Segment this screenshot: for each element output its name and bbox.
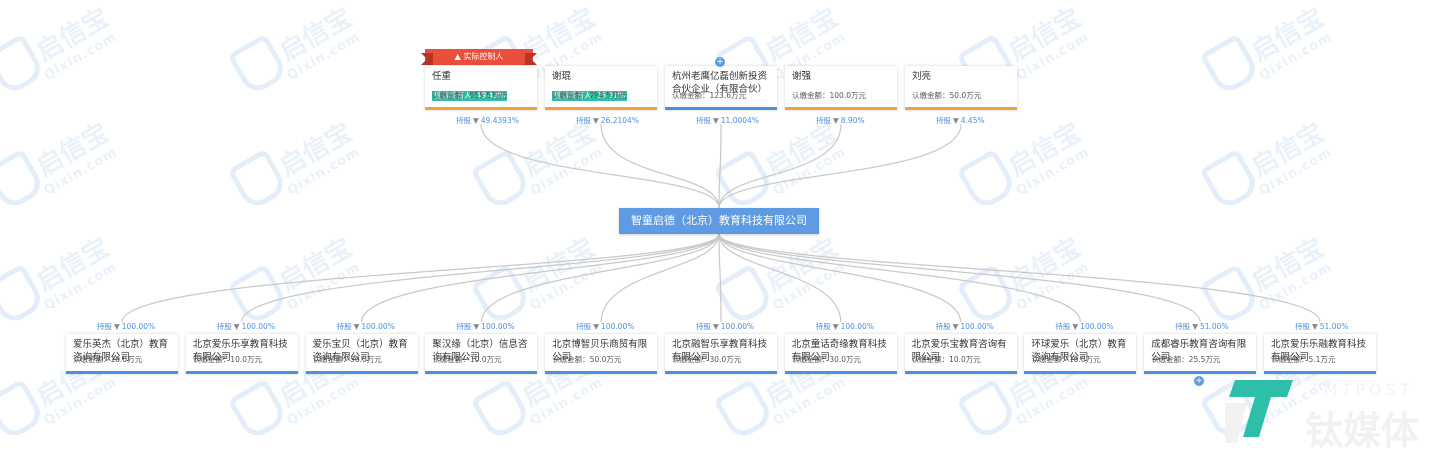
arrow-down-icon: ▼ (953, 116, 959, 125)
tmtpost-en: TMTPOST (1310, 380, 1414, 399)
subsidiary-name: 爱乐宝贝（北京）教育咨询有限公司 (312, 339, 408, 363)
subsidiary-name: 北京博智贝乐商贸有限公司 (552, 339, 648, 363)
subsidiary-node[interactable]: 北京爱乐乐享教育科技有限公司认缴金额：10.0万元 (185, 334, 298, 374)
center-company-name: 智童启德（北京）教育科技有限公司 (631, 214, 807, 227)
subsidiary-name: 北京融智乐享教育科技有限公司 (672, 339, 768, 363)
subscribed-amount: 认缴金额：50.0万元 (912, 91, 982, 100)
shareholder-node[interactable]: 任重受益所有人: 49.43%认缴金额：555.5万元 (425, 66, 537, 110)
shareholding-label: 持股▼100.00% (216, 322, 275, 331)
shareholding-label: 持股▼100.00% (815, 322, 874, 331)
shareholder-name: 谢强 (792, 71, 812, 82)
subsidiary-name: 北京爱乐乐融教育科技有限公司 (1271, 339, 1367, 363)
tmtpost-cn: 钛媒体 (1305, 409, 1420, 453)
beneficial-owner-badge: 受益所有人: 49.43% (432, 91, 508, 101)
shareholding-label: 持股▼100.00% (336, 322, 395, 331)
subscribed-amount: 认缴金额：100.0万元 (792, 91, 866, 100)
subsidiary-node[interactable]: 爱乐英杰（北京）教育咨询有限公司认缴金额：10.0万元 (66, 334, 178, 374)
expand-plus-icon[interactable]: + (715, 57, 725, 67)
shareholding-label: 持股▼51.00% (1295, 322, 1349, 331)
subscribed-amount: 认缴金额：10.0万元 (911, 355, 981, 364)
arrow-down-icon: ▼ (1072, 322, 1079, 331)
arrow-down-icon: ▼ (833, 116, 839, 125)
shareholder-node[interactable]: 杭州老鹰亿磊创新投资合伙企业（有限合伙）认缴金额：123.6万元 (665, 66, 777, 110)
subscribed-amount: 认缴金额：50.0万元 (552, 355, 622, 364)
shareholding-label: 持股▼8.90% (816, 116, 865, 125)
shareholder-name: 谢琨 (552, 71, 572, 82)
arrow-down-icon: ▼ (473, 116, 479, 125)
expand-plus-icon[interactable]: + (1194, 376, 1204, 386)
shareholder-node[interactable]: 刘亮认缴金额：50.0万元 (905, 66, 1017, 110)
subscribed-amount: 认缴金额：25.5万元 (1151, 355, 1221, 364)
subscribed-amount: 认缴金额：294.5万元 (552, 91, 626, 100)
subsidiary-name: 北京童话奇缘教育科技有限公司 (791, 339, 887, 363)
arrow-down-icon: ▼ (832, 322, 839, 331)
subsidiary-node[interactable]: 环球爱乐（北京）教育咨询有限公司认缴金额：10.0万元 (1024, 334, 1137, 374)
subsidiary-name: 北京爱乐乐享教育科技有限公司 (192, 339, 288, 363)
shareholding-label: 持股▼4.45% (936, 116, 985, 125)
tmtpost-logo: TMTPOST 钛媒体 (1225, 365, 1425, 465)
shareholder-node[interactable]: 谢琨受益所有人: 26.21%认缴金额：294.5万元 (545, 66, 657, 110)
subscribed-amount: 认缴金额：10.0万元 (432, 355, 502, 364)
subsidiary-name: 环球爱乐（北京）教育咨询有限公司 (1031, 339, 1127, 363)
arrow-down-icon: ▼ (353, 322, 360, 331)
actual-controller-ribbon: ▲ 实际控制人 (421, 49, 537, 65)
subscribed-amount: 认缴金额：50.0万元 (312, 355, 382, 364)
shareholding-label: 持股▼100.00% (576, 322, 635, 331)
arrow-down-icon: ▼ (713, 322, 719, 331)
subsidiary-name: 成都睿乐教育咨询有限公司 (1151, 339, 1247, 363)
shareholding-label: 持股▼49.4393% (456, 116, 519, 125)
shareholding-label: 持股▼11.0004% (696, 116, 759, 125)
subsidiary-node[interactable]: 北京融智乐享教育科技有限公司认缴金额：30.0万元 (665, 334, 777, 374)
subscribed-amount: 认缴金额：5.1万元 (1271, 355, 1336, 364)
subsidiary-name: 聚汉缘（北京）信息咨询有限公司 (432, 339, 528, 363)
subscribed-amount: 认缴金额：123.6万元 (672, 91, 746, 100)
subsidiary-node[interactable]: 爱乐宝贝（北京）教育咨询有限公司认缴金额：50.0万元 (305, 334, 418, 374)
arrow-down-icon: ▼ (233, 322, 240, 331)
subsidiary-node[interactable]: 聚汉缘（北京）信息咨询有限公司认缴金额：10.0万元 (425, 334, 538, 374)
subscribed-amount: 认缴金额：10.0万元 (192, 355, 262, 364)
tmtpost-t-icon (1225, 380, 1293, 443)
arrow-down-icon: ▼ (952, 322, 959, 331)
shareholding-label: 持股▼100.00% (696, 322, 755, 331)
shareholding-label: 持股▼100.00% (935, 322, 994, 331)
shareholding-label: 持股▼100.00% (97, 322, 156, 331)
subsidiary-node[interactable]: 北京爱乐乐融教育科技有限公司认缴金额：5.1万元 (1264, 334, 1376, 374)
subscribed-amount: 认缴金额：555.5万元 (432, 91, 506, 100)
arrow-down-icon: ▼ (593, 116, 599, 125)
people-icon: ▲ (454, 52, 464, 61)
arrow-down-icon: ▼ (713, 116, 719, 125)
shareholder-name: 杭州老鹰亿磊创新投资合伙企业（有限合伙） (672, 71, 768, 95)
shareholding-label: 持股▼51.00% (1175, 322, 1229, 331)
arrow-down-icon: ▼ (593, 322, 599, 331)
subsidiary-node[interactable]: 北京博智贝乐商贸有限公司认缴金额：50.0万元 (545, 334, 658, 374)
arrow-down-icon: ▼ (1192, 322, 1198, 331)
subscribed-amount: 认缴金额：10.0万元 (73, 355, 143, 364)
arrow-down-icon: ▼ (114, 322, 120, 331)
subsidiary-name: 爱乐英杰（北京）教育咨询有限公司 (73, 339, 169, 363)
shareholder-name: 刘亮 (912, 71, 932, 82)
arrow-down-icon: ▼ (1312, 322, 1318, 331)
subsidiary-node[interactable]: 北京爱乐宝教育咨询有限公司认缴金额：10.0万元 (904, 334, 1017, 374)
subsidiary-name: 北京爱乐宝教育咨询有限公司 (911, 339, 1007, 363)
subscribed-amount: 认缴金额：30.0万元 (791, 355, 861, 364)
beneficial-owner-badge: 受益所有人: 26.21% (552, 91, 628, 101)
center-company-node[interactable]: 智童启德（北京）教育科技有限公司 (619, 208, 819, 234)
shareholder-node[interactable]: 谢强认缴金额：100.0万元 (785, 66, 897, 110)
subscribed-amount: 认缴金额：10.0万元 (1031, 355, 1101, 364)
arrow-down-icon: ▼ (473, 322, 480, 331)
shareholder-name: 任重 (432, 71, 452, 82)
subscribed-amount: 认缴金额：30.0万元 (672, 355, 742, 364)
shareholding-label: 持股▼100.00% (1055, 322, 1114, 331)
shareholding-label: 持股▼100.00% (456, 322, 515, 331)
subsidiary-node[interactable]: 成都睿乐教育咨询有限公司认缴金额：25.5万元 (1144, 334, 1257, 374)
shareholding-label: 持股▼26.2104% (576, 116, 639, 125)
subsidiary-node[interactable]: 北京童话奇缘教育科技有限公司认缴金额：30.0万元 (784, 334, 897, 374)
